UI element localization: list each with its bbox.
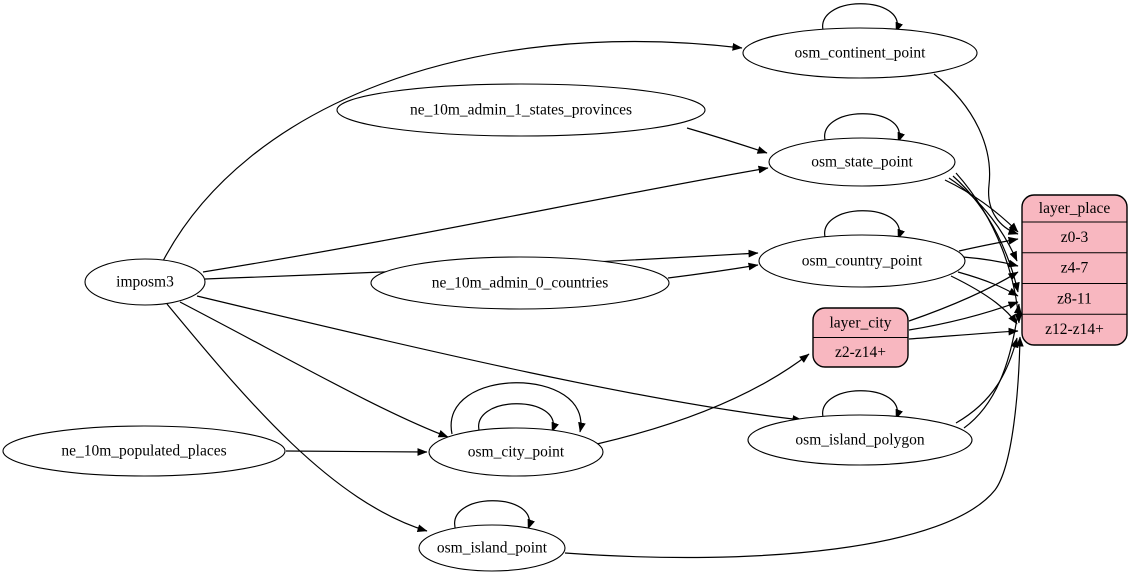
ne_10m_populated_places-label: ne_10m_populated_places	[61, 443, 226, 460]
ne_10m_admin_0_countries-label: ne_10m_admin_0_countries	[432, 275, 609, 292]
edge-ne_10m_populated_places-osm_city_point	[285, 448, 428, 456]
node-osm_continent_point: osm_continent_point	[742, 27, 978, 79]
layer_city-row-header: layer_city	[830, 314, 892, 331]
self-loop-osm_city_point-2	[450, 382, 586, 435]
imposm3-shape	[84, 258, 206, 306]
edge-osm_country_point-layer_place-z12-z14+	[950, 275, 1018, 325]
edge-layer_city-layer_place-z4-7	[908, 271, 1019, 322]
node-ne_10m_admin_1_states_provinces: ne_10m_admin_1_states_provinces	[336, 83, 706, 137]
imposm3-label: imposm3	[116, 274, 174, 291]
ne_10m_populated_places-shape	[2, 425, 286, 477]
nodes-layer: imposm3 ne_10m_admin_1_states_provincesne…	[2, 27, 1128, 572]
edge-imposm3-osm_city_point	[179, 301, 449, 438]
osm_island_point-label: osm_island_point	[437, 540, 548, 557]
edge-osm_country_point-layer_place-z0-3	[958, 236, 1019, 252]
edges-layer	[162, 3, 1024, 559]
node-osm_city_point: osm_city_point	[428, 427, 604, 477]
edge-osm_country_point-layer_place-z8-11	[957, 271, 1019, 297]
osm_state_point-label: osm_state_point	[811, 154, 913, 171]
osm_city_point-shape	[428, 427, 604, 477]
node-layer_place: layer_place z0-3 z4-7 z8-11 z12-z14+	[1021, 194, 1128, 346]
osm_continent_point-label: osm_continent_point	[795, 45, 927, 62]
osm_island_point-shape	[418, 524, 566, 572]
edge-layer_city-layer_place-z12-z14+	[908, 327, 1019, 340]
layer_place-row-z12-z14+: z12-z14+	[1045, 321, 1104, 338]
edge-osm_city_point-layer_city-z2-z14+	[596, 353, 810, 445]
self-loop-osm_island_point	[454, 500, 535, 532]
osm_island_polygon-label: osm_island_polygon	[795, 432, 924, 449]
osm_island_polygon-shape	[747, 414, 973, 466]
ne_10m_admin_1_states_provinces-label: ne_10m_admin_1_states_provinces	[410, 102, 632, 119]
edge-imposm3-osm_island_point	[166, 303, 428, 532]
osm_country_point-label: osm_country_point	[802, 253, 923, 270]
self-loop-osm_continent_point	[822, 3, 903, 35]
self-loop-osm_state_point	[824, 113, 905, 145]
layer_place-row-z4-7: z4-7	[1061, 260, 1089, 277]
node-ne_10m_populated_places: ne_10m_populated_places	[2, 425, 286, 477]
node-osm_island_polygon: osm_island_polygon	[747, 414, 973, 466]
edge-imposm3-osm_state_point	[202, 165, 769, 273]
edge-osm_state_point-layer_place-z12-z14+	[955, 172, 1023, 324]
osm_state_point-shape	[768, 137, 956, 187]
edge-layer_city-layer_place-z8-11	[908, 301, 1019, 331]
ne_10m_admin_1_states_provinces-shape	[336, 83, 706, 137]
self-loop-osm_island_polygon	[822, 390, 903, 422]
node-osm_country_point: osm_country_point	[758, 234, 966, 288]
node-osm_island_point: osm_island_point	[418, 524, 566, 572]
edge-ne_10m_admin_1_states_provinces-osm_state_point	[686, 127, 768, 154]
layer_place-row-z0-3: z0-3	[1061, 229, 1089, 246]
edge-imposm3-osm_island_polygon	[196, 295, 803, 423]
edge-ne_10m_admin_0_countries-osm_country_point	[667, 262, 759, 279]
node-layer_city: layer_city z2-z14+	[812, 307, 909, 368]
edge-osm_state_point-layer_place-z4-7	[948, 177, 1018, 262]
edge-osm_island_polygon-layer_place-z12-z14+	[955, 337, 1019, 424]
node-osm_state_point: osm_state_point	[768, 137, 956, 187]
osm_country_point-shape	[758, 234, 966, 288]
layer_city-row-z2-z14+: z2-z14+	[835, 344, 886, 361]
edge-osm_island_point-layer_place-z12-z14+	[564, 336, 1024, 559]
layer_place-row-header: layer_place	[1039, 200, 1111, 217]
node-ne_10m_admin_0_countries: ne_10m_admin_0_countries	[370, 256, 670, 310]
osm_city_point-label: osm_city_point	[468, 444, 565, 461]
edge-osm_island_polygon-layer_place-z8-11	[963, 303, 1022, 429]
node-imposm3: imposm3	[84, 258, 206, 306]
edge-osm_state_point-layer_place-z8-11	[952, 175, 1020, 293]
self-loop-osm_city_point	[478, 403, 559, 435]
edge-imposm3-osm_continent_point	[162, 40, 743, 262]
edge-osm_country_point-layer_place-z4-7	[962, 256, 1019, 268]
self-loop-osm_country_point	[824, 210, 905, 242]
layer_place-row-z8-11: z8-11	[1057, 290, 1092, 307]
ne_10m_admin_0_countries-shape	[370, 256, 670, 310]
edge-osm_state_point-layer_place-z0-3	[944, 179, 1019, 233]
layer_place-shape	[1021, 194, 1128, 346]
edge-osm_continent_point-layer_place-z0-3	[933, 73, 1019, 235]
osm_continent_point-shape	[742, 27, 978, 79]
